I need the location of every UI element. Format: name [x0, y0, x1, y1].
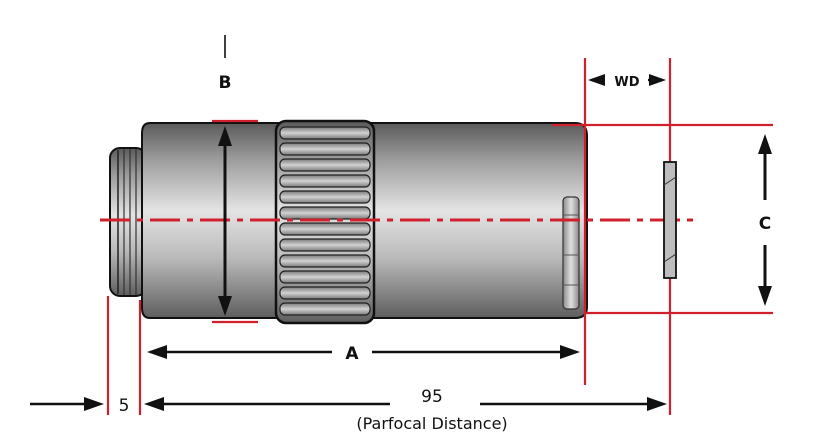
dimension-c [758, 134, 772, 306]
dimension-b [218, 35, 232, 316]
label-b: B [219, 73, 232, 93]
lens-front-window [562, 196, 580, 310]
lens-knurled-ring [274, 119, 376, 325]
lens-thread-mount [109, 147, 147, 297]
lens-body [109, 119, 588, 325]
label-five: 5 [119, 396, 130, 416]
dimension-wd [588, 74, 666, 86]
label-ninety-five: 95 [421, 387, 443, 407]
label-a: A [345, 344, 359, 364]
dimension-five [30, 397, 104, 411]
label-wd: WD [614, 75, 639, 90]
sample-slide [663, 161, 677, 279]
dimension-parfocal [144, 397, 667, 411]
label-parfocal-distance: (Parfocal Distance) [356, 414, 507, 433]
label-c: C [759, 214, 771, 234]
dimension-a [147, 345, 580, 359]
